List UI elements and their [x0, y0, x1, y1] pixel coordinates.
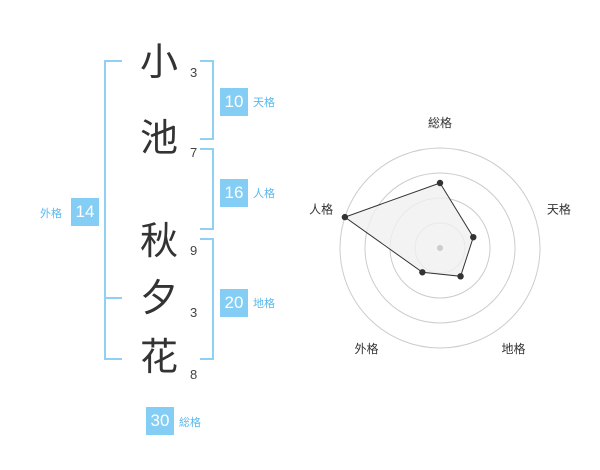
- chikaku-value-badge: 20: [220, 289, 248, 317]
- radar-axis-label-2: 天格: [547, 201, 571, 216]
- radar-point-5: [341, 213, 349, 221]
- stroke-count-3: 9: [190, 243, 198, 258]
- stroke-count-2: 7: [190, 145, 198, 160]
- tenkaku-label: 天格: [253, 96, 275, 109]
- jinkaku-bracket: [200, 148, 214, 230]
- tenkaku-bracket: [200, 60, 214, 140]
- radar-center-dot: [437, 245, 443, 251]
- chikaku-label: 地格: [253, 297, 275, 310]
- gaikaku-bracket-divider: [104, 297, 122, 299]
- radar-axis-label-5: 人格: [309, 201, 333, 216]
- gaikaku-bracket: [104, 60, 122, 360]
- name-char-3: 秋: [139, 219, 178, 263]
- radar-axis-label-3: 地格: [501, 341, 525, 356]
- radar-ring-4: [339, 147, 541, 349]
- jinkaku-label: 人格: [253, 187, 275, 200]
- name-char-2: 池: [139, 116, 178, 160]
- stroke-count-4: 3: [190, 305, 198, 320]
- jinkaku-value-badge: 16: [220, 179, 248, 207]
- radar-axis-label-1: 総格: [428, 115, 452, 130]
- radar-point-3: [457, 273, 464, 280]
- radar-point-4: [419, 269, 426, 276]
- radar-point-1: [436, 179, 444, 187]
- stroke-count-1: 3: [190, 65, 198, 80]
- soukaku-label: 総格: [179, 416, 201, 429]
- name-char-1: 小: [139, 40, 178, 84]
- gaikaku-label: 外格: [40, 207, 62, 220]
- radar-axis-label-4: 外格: [354, 341, 378, 356]
- soukaku-value-badge: 30: [146, 407, 174, 435]
- tenkaku-value-badge: 10: [220, 88, 248, 116]
- chikaku-bracket: [200, 238, 214, 360]
- name-char-4: 夕: [139, 276, 178, 320]
- gaikaku-value-badge: 14: [71, 198, 99, 226]
- radar-polygon: [343, 182, 474, 277]
- name-char-5: 花: [139, 335, 178, 379]
- radar-ring-3: [364, 172, 516, 324]
- radar-point-2: [470, 233, 477, 241]
- stroke-count-5: 8: [190, 367, 198, 382]
